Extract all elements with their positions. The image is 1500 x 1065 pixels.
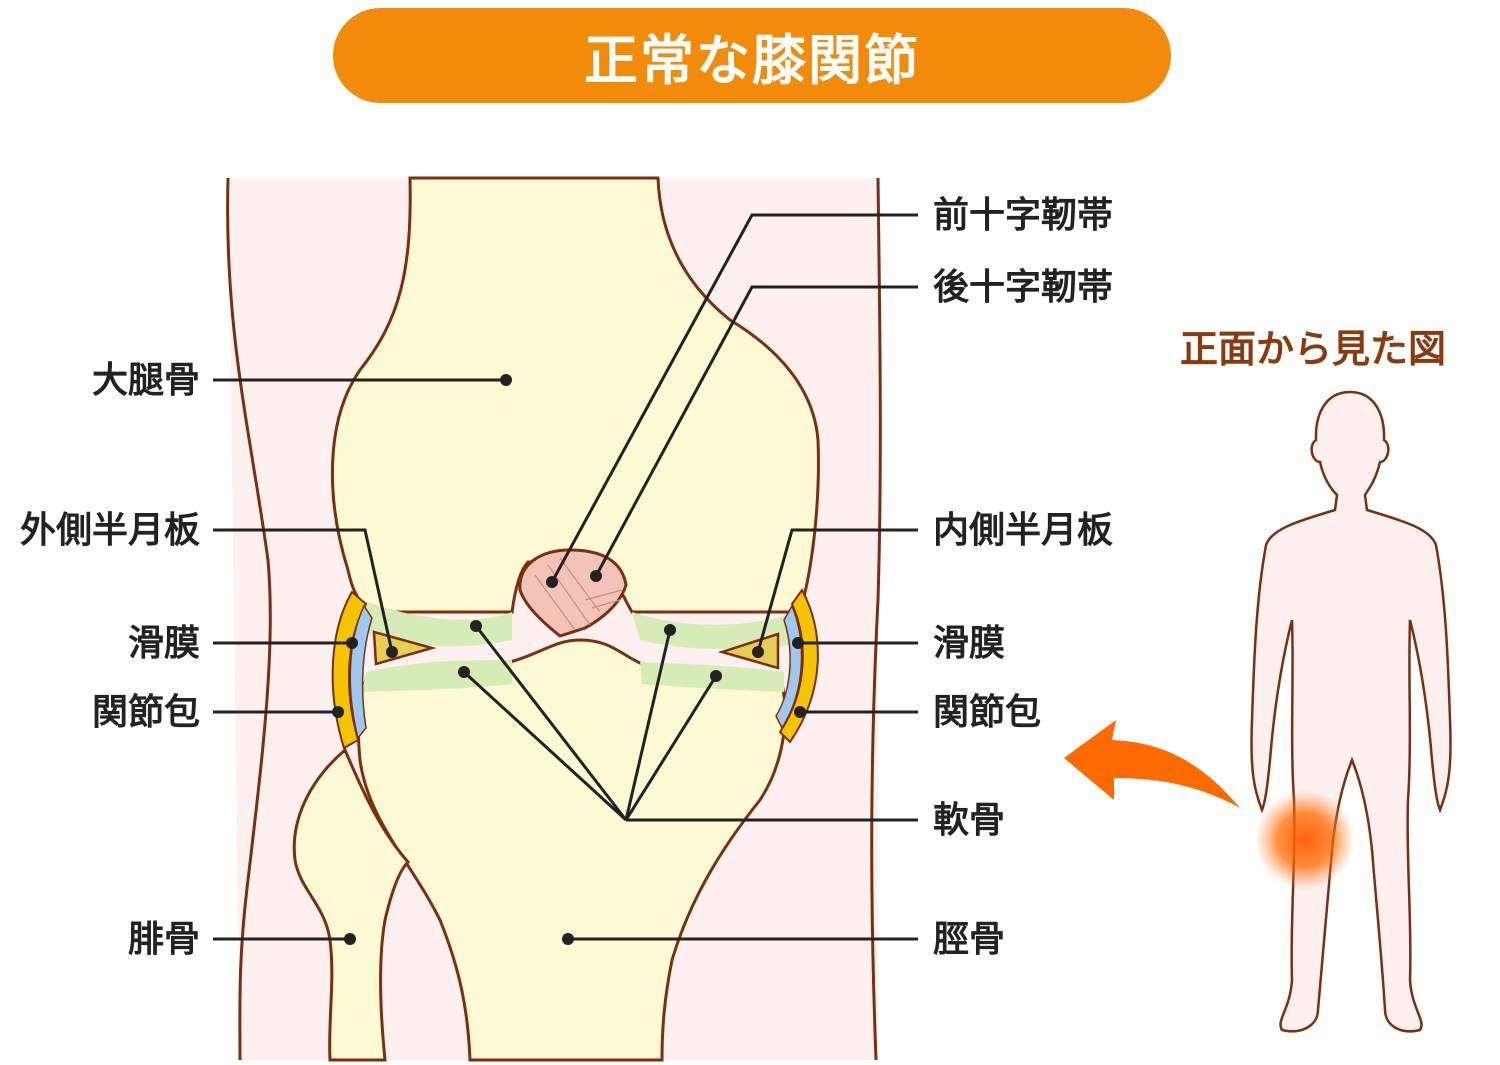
femur-cartilage bbox=[362, 600, 512, 647]
label-medial-meniscus: 内側半月板 bbox=[933, 510, 1114, 551]
knee-highlight bbox=[1255, 790, 1355, 890]
label-acl: 前十字靭帯 bbox=[933, 195, 1114, 236]
label-fibula: 腓骨 bbox=[127, 919, 200, 960]
label-capsule-left: 関節包 bbox=[91, 692, 200, 733]
medial-meniscus bbox=[717, 632, 780, 670]
leg-outline-left bbox=[226, 177, 272, 1061]
capsule-right bbox=[778, 588, 819, 744]
leader-dots bbox=[332, 374, 806, 945]
label-capsule-right: 関節包 bbox=[933, 692, 1042, 733]
page-title: 正常な膝関節 bbox=[584, 29, 920, 92]
label-pcl: 後十字靭帯 bbox=[933, 267, 1114, 308]
title-banner: 正常な膝関節 bbox=[333, 8, 1171, 103]
label-synovium-right: 滑膜 bbox=[933, 623, 1006, 664]
leg-outline-right bbox=[870, 177, 882, 1061]
label-lateral-meniscus: 外側半月板 bbox=[19, 510, 200, 551]
tibia-cartilage bbox=[362, 660, 512, 692]
arrow-icon bbox=[1064, 720, 1240, 808]
side-view-title: 正面から見た図 bbox=[1180, 327, 1447, 371]
fibula bbox=[292, 747, 411, 1062]
label-cartilage: 軟骨 bbox=[933, 800, 1006, 841]
label-femur: 大腿骨 bbox=[91, 360, 200, 401]
label-synovium-left: 滑膜 bbox=[127, 623, 200, 664]
human-figure bbox=[1250, 390, 1452, 1033]
leader-lines bbox=[213, 213, 918, 941]
tibia bbox=[356, 638, 787, 1062]
label-tibia: 脛骨 bbox=[933, 919, 1006, 960]
